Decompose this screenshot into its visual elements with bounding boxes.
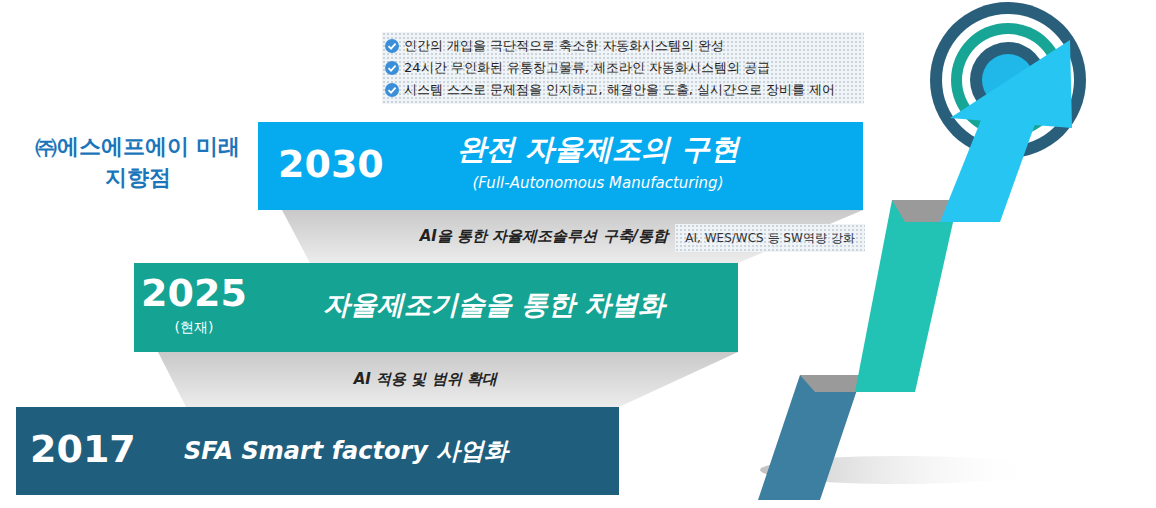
band-text: (Full-Autonomous Manufacturing) xyxy=(473,174,724,192)
timeline-band: 2017 SFA Smart factory 사업화 xyxy=(16,407,619,495)
band-text: SFA Smart factory 사업화 xyxy=(184,435,508,467)
band-text: 완전 자율제조의 구현 xyxy=(457,130,738,170)
check-icon xyxy=(385,61,399,75)
arrow-step-3 xyxy=(940,110,1040,222)
check-item: 24시간 무인화된 유통창고물류, 제조라인 자동화시스템의 공급 xyxy=(404,59,770,77)
arrow-step-2 xyxy=(855,200,958,392)
check-icon xyxy=(385,83,399,97)
gray-connector xyxy=(282,210,863,263)
timeline-band: 2025 (현재) 자율제조기술을 통한 차별화 xyxy=(134,263,738,352)
heading-label: ㈜에스에프에이 미래 지향점 xyxy=(30,132,245,194)
note-box: AI, WES/WCS 등 SW역량 강화 xyxy=(675,224,865,252)
band-text: 자율제조기술을 통한 차별화 xyxy=(323,287,666,323)
connector-label: AI 적용 및 범위 확대 xyxy=(354,370,497,389)
check-item: 시스템 스스로 문제점을 인지하고, 해결안을 도출, 실시간으로 장비를 제어 xyxy=(404,81,835,99)
year-label: 2025 xyxy=(141,271,247,315)
band-text: AI, WES/WCS 등 SW역량 강화 xyxy=(685,230,854,247)
arrow-step-1 xyxy=(758,375,862,500)
year-label: 2017 xyxy=(30,427,136,471)
connector-label: AI을 통한 자율제조솔루션 구축/통합 xyxy=(420,227,668,246)
note-box: 인간의 개입을 극단적으로 축소한 자동화시스템의 완성 24시간 무인화된 유통… xyxy=(382,32,864,104)
timeline-band: 2030 완전 자율제조의 구현 (Full-Autonomous Manufact… xyxy=(258,122,863,210)
check-item: 인간의 개입을 극단적으로 축소한 자동화시스템의 완성 xyxy=(404,37,724,55)
arrow-head xyxy=(950,40,1072,128)
band-text: (현재) xyxy=(175,319,214,337)
gray-connector xyxy=(158,352,738,407)
check-icon xyxy=(385,39,399,53)
year-label: 2030 xyxy=(278,142,384,186)
